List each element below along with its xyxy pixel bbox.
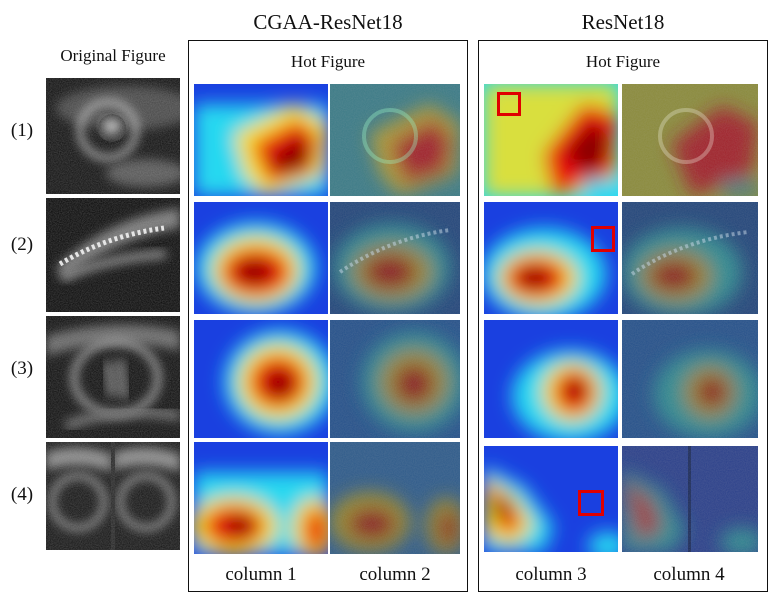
highlight-box-row-1 (497, 92, 521, 116)
hot-figure-label-right: Hot Figure (585, 52, 661, 71)
resnet-overlay-row-3 (622, 320, 758, 438)
resnet-heatmap-row-3 (484, 320, 618, 438)
resnet-overlay-row-1 (622, 84, 758, 196)
cgaa-heatmap-row-3 (194, 320, 328, 438)
column-label-3: column 3 (515, 564, 587, 585)
resnet-panel (478, 40, 768, 592)
cgaa-resnet18-header: CGAA-ResNet18 (253, 10, 403, 34)
resnet-overlay-row-2 (622, 202, 758, 314)
original-image-row-3 (46, 316, 180, 438)
original-image-row-2 (46, 198, 180, 312)
highlight-box-row-4 (578, 490, 604, 516)
column-label-1: column 1 (225, 564, 297, 585)
cgaa-heatmap-row-4 (194, 442, 328, 554)
original-figure-header: Original Figure (60, 46, 166, 65)
row-label-4: (4) (10, 484, 34, 505)
column-label-4: column 4 (653, 564, 725, 585)
resnet-heatmap-row-4 (484, 446, 618, 552)
row-label-3: (3) (10, 358, 34, 379)
row-label-1: (1) (10, 120, 34, 141)
highlight-box-row-2 (591, 226, 615, 252)
resnet18-header: ResNet18 (581, 10, 665, 34)
cgaa-overlay-row-1 (330, 84, 460, 196)
cgaa-heatmap-row-1 (194, 84, 328, 196)
column-label-2: column 2 (359, 564, 431, 585)
cgaa-panel (188, 40, 468, 592)
cgaa-overlay-row-2 (330, 202, 460, 314)
original-image-row-1 (46, 78, 180, 194)
resnet-heatmap-row-2 (484, 202, 618, 314)
hot-figure-label-left: Hot Figure (290, 52, 366, 71)
cgaa-overlay-row-4 (330, 442, 460, 554)
resnet-heatmap-row-1 (484, 84, 618, 196)
row-label-2: (2) (10, 234, 34, 255)
cgaa-heatmap-row-2 (194, 202, 328, 314)
cgaa-overlay-row-3 (330, 320, 460, 438)
original-image-row-4 (46, 442, 180, 550)
resnet-overlay-row-4 (622, 446, 758, 552)
